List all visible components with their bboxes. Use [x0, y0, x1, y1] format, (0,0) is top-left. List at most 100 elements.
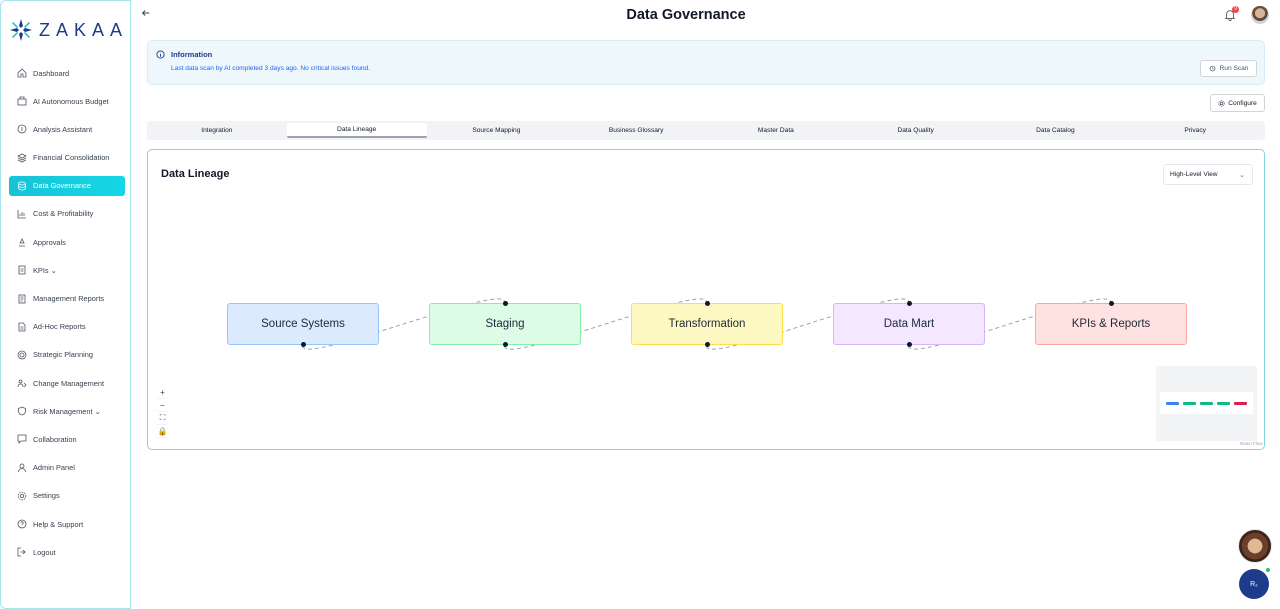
- report-icon: [17, 294, 27, 304]
- target-handle[interactable]: [907, 301, 912, 306]
- sidebar-item-label: KPIs ⌄: [33, 265, 57, 275]
- notification-bell-button[interactable]: 9: [1224, 6, 1239, 22]
- sidebar-item-settings[interactable]: Settings: [9, 486, 125, 506]
- target-handle[interactable]: [705, 301, 710, 306]
- sidebar-item-ai-autonomous-budget[interactable]: AI Autonomous Budget: [9, 91, 125, 111]
- lock-button[interactable]: 🔒: [156, 425, 169, 438]
- flow-controls: +−⛶🔒: [156, 386, 169, 438]
- sidebar-item-label: Collaboration: [33, 434, 77, 444]
- minimap-node: [1234, 402, 1247, 405]
- sidebar-item-analysis-assistant[interactable]: Analysis Assistant: [9, 119, 125, 139]
- user-avatar[interactable]: [1251, 6, 1269, 24]
- lineage-node-label: Data Mart: [883, 318, 935, 330]
- sidebar-item-approvals[interactable]: Approvals: [9, 232, 125, 252]
- back-arrow-icon[interactable]: [141, 8, 153, 22]
- assistant-avatar[interactable]: [1238, 529, 1272, 563]
- sidebar-item-ad-hoc-reports[interactable]: Ad-Hoc Reports: [9, 317, 125, 337]
- lineage-edge[interactable]: [706, 298, 909, 350]
- gear-icon: [1218, 99, 1225, 107]
- tab-integration[interactable]: Integration: [201, 127, 233, 134]
- tab-data-lineage[interactable]: Data Lineage: [286, 123, 427, 138]
- tab-data-catalog[interactable]: Data Catalog: [1036, 127, 1075, 134]
- sidebar-item-label: Ad-Hoc Reports: [33, 322, 86, 332]
- lineage-node-label: Source Systems: [261, 318, 345, 330]
- brand-logo[interactable]: ZAKAA: [9, 17, 128, 43]
- database-icon: [17, 181, 27, 191]
- sidebar-item-cost-profitability[interactable]: Cost & Profitability: [9, 204, 125, 224]
- tab-privacy[interactable]: Privacy: [1184, 127, 1206, 134]
- run-scan-button[interactable]: Run Scan: [1200, 60, 1257, 77]
- lineage-node-data-mart[interactable]: Data Mart: [833, 301, 985, 347]
- home-icon: [17, 68, 27, 78]
- lineage-edge[interactable]: [908, 298, 1111, 350]
- sidebar-item-label: Help & Support: [33, 519, 84, 529]
- chat-launcher-button[interactable]: R₂: [1239, 569, 1269, 599]
- sidebar-item-data-governance[interactable]: Data Governance: [9, 175, 125, 196]
- sidebar-item-label: Risk Management ⌄: [33, 406, 101, 416]
- info-banner: Information Last data scan by AI complet…: [147, 40, 1265, 85]
- source-handle[interactable]: [705, 342, 710, 347]
- target-handle[interactable]: [1109, 301, 1114, 306]
- lineage-edges: [302, 298, 1111, 350]
- sidebar-item-strategic-planning[interactable]: Strategic Planning: [9, 345, 125, 365]
- tab-business-glossary[interactable]: Business Glossary: [608, 127, 664, 134]
- source-handle[interactable]: [301, 342, 306, 347]
- configure-button[interactable]: Configure: [1210, 94, 1265, 112]
- sidebar-item-label: AI Autonomous Budget: [33, 96, 109, 106]
- shield-icon: [17, 406, 27, 416]
- sidebar-item-label: Management Reports: [33, 294, 105, 303]
- sidebar-item-label: Change Management: [33, 378, 105, 388]
- sidebar-item-financial-consolidation[interactable]: Financial Consolidation: [9, 148, 125, 168]
- lineage-edge[interactable]: [504, 298, 707, 350]
- lineage-node-source-systems[interactable]: Source Systems: [227, 303, 379, 347]
- sidebar-item-dashboard[interactable]: Dashboard: [9, 63, 125, 83]
- tab-master-data[interactable]: Master Data: [757, 127, 794, 134]
- lineage-node-kpis-reports[interactable]: KPIs & Reports: [1035, 301, 1187, 345]
- view-select-value: High-Level View: [1170, 171, 1218, 178]
- tab-source-mapping[interactable]: Source Mapping: [472, 127, 521, 134]
- lineage-node-staging[interactable]: Staging: [429, 301, 581, 347]
- sidebar-item-logout[interactable]: Logout: [9, 542, 125, 562]
- target-handle[interactable]: [503, 301, 508, 306]
- approval-icon: [17, 237, 27, 247]
- lineage-title: Data Lineage: [161, 168, 230, 180]
- online-status-indicator: [1265, 567, 1271, 573]
- info-title: Information: [171, 50, 213, 59]
- sidebar-item-help-support[interactable]: Help & Support: [9, 514, 125, 534]
- tab-data-quality[interactable]: Data Quality: [897, 127, 934, 134]
- sidebar-item-risk-management[interactable]: Risk Management ⌄: [9, 401, 125, 421]
- lineage-node-label: Transformation: [668, 318, 746, 330]
- lineage-node-label: Staging: [485, 318, 525, 330]
- help-icon: [17, 519, 27, 529]
- sidebar-item-label: Approvals: [33, 237, 66, 247]
- target-icon: [17, 350, 27, 360]
- layers-icon: [17, 153, 27, 163]
- flow-minimap[interactable]: [1156, 366, 1257, 441]
- notification-badge: 9: [1232, 6, 1239, 13]
- gear-icon: [17, 491, 27, 501]
- minimap-node: [1217, 402, 1230, 405]
- lineage-node-transformation[interactable]: Transformation: [631, 301, 783, 347]
- lineage-edge[interactable]: [302, 298, 505, 350]
- fit-view-button[interactable]: ⛶: [156, 412, 169, 425]
- refresh-icon: [1209, 65, 1215, 72]
- sidebar-item-collaboration[interactable]: Collaboration: [9, 429, 125, 449]
- view-select[interactable]: High-Level View ⌄: [1163, 164, 1253, 185]
- minimap-node: [1200, 402, 1213, 405]
- document-icon: [17, 265, 27, 275]
- sidebar-item-management-reports[interactable]: Management Reports: [9, 289, 125, 309]
- sidebar-item-admin-panel[interactable]: Admin Panel: [9, 458, 125, 478]
- zoom-out-button[interactable]: −: [156, 399, 169, 412]
- source-handle[interactable]: [503, 342, 508, 347]
- source-handle[interactable]: [907, 342, 912, 347]
- sidebar-item-kpis[interactable]: KPIs ⌄: [9, 260, 125, 280]
- react-flow-attribution[interactable]: React Flow: [1240, 441, 1263, 446]
- sidebar-item-label: Admin Panel: [33, 463, 75, 473]
- sidebar-item-change-management[interactable]: Change Management: [9, 373, 125, 393]
- sidebar-item-label: Analysis Assistant: [33, 124, 93, 134]
- chat-launcher-label: R₂: [1250, 580, 1258, 588]
- run-scan-label: Run Scan: [1219, 65, 1249, 72]
- zoom-in-button[interactable]: +: [156, 386, 169, 399]
- sidebar-item-label: Data Governance: [33, 181, 91, 191]
